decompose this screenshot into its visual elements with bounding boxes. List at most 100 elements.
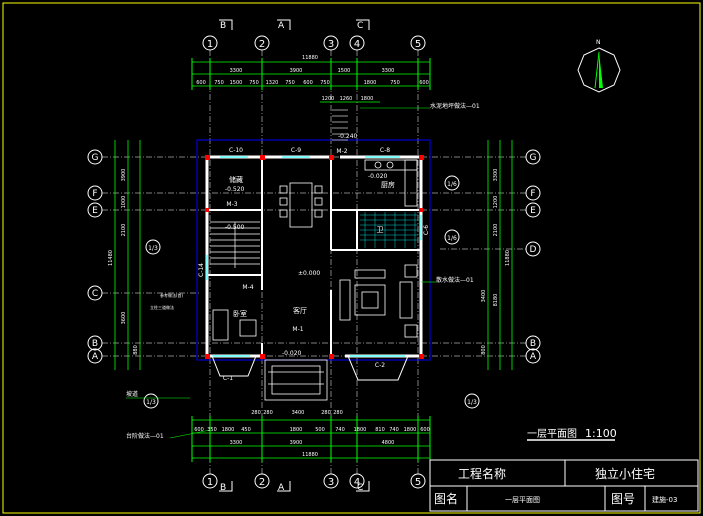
elev-top: -0.240 xyxy=(338,133,358,140)
dimension-lines xyxy=(114,61,513,459)
dim-bot-r2-7: 740 xyxy=(335,427,345,433)
section-a-top: A xyxy=(278,21,285,31)
elev-stair: -0.500 xyxy=(225,224,245,231)
dimension-ticks xyxy=(191,58,431,462)
dim-left-total: 11480 xyxy=(108,250,114,266)
axis-g-right: G xyxy=(530,153,537,163)
dim-top-1: 3300 xyxy=(230,68,243,74)
elev-kitchen: -0.020 xyxy=(368,173,388,180)
dim-left-3: 2100 xyxy=(121,224,127,237)
dim-bot-r3-2: 280 xyxy=(263,410,273,416)
plan-title: 一层平面图 1:100 xyxy=(527,427,617,441)
dim-bot-r2-3: 1800 xyxy=(222,427,235,433)
dim-left-4: 3600 xyxy=(121,312,127,325)
dim-right-4: 3400 xyxy=(481,290,487,303)
dim-top-r2-8: 750 xyxy=(320,80,330,86)
axis-2-top: 2 xyxy=(259,39,265,50)
dim-right-2: 1200 xyxy=(493,196,499,209)
window-c2: C-2 xyxy=(375,362,385,369)
staircase xyxy=(210,221,260,268)
plan-title-text: 一层平面图 xyxy=(527,428,577,440)
dim-bot-r2-10: 740 xyxy=(389,427,399,433)
title-block xyxy=(429,459,699,512)
axis-a-left: A xyxy=(92,352,99,362)
sub-axis-2: 1/6 xyxy=(447,235,457,242)
tb-project-value: 独立小住宅 xyxy=(595,466,655,481)
dim-right-3: 2100 xyxy=(493,224,499,237)
leader-lines xyxy=(126,107,436,439)
axis-g-left: G xyxy=(92,153,99,163)
axis-2-bottom: 2 xyxy=(259,477,265,488)
dim-bot-r2-6: 500 xyxy=(315,427,325,433)
axis-1-bottom: 1 xyxy=(207,477,213,488)
section-b-bottom: B xyxy=(220,483,226,493)
tb-drawing-label: 图名 xyxy=(434,491,458,506)
dim-left-5: 880 xyxy=(133,345,139,355)
dim-left-1: 3900 xyxy=(121,169,127,182)
room-bedroom: 卧室 xyxy=(233,309,247,318)
note-left-arrow: 坡道 xyxy=(126,390,138,398)
living-room-sofa xyxy=(339,264,418,338)
section-c-top: C xyxy=(357,21,363,31)
elevation-labels: ±0.000 -0.520 -0.500 -0.020 -0.240 -0.02… xyxy=(225,133,388,357)
dim-bot-r2-2: 350 xyxy=(207,427,217,433)
side-axis-labels: G F E C B A G F E D B A xyxy=(92,153,537,362)
elev-living: ±0.000 xyxy=(298,270,320,277)
dim-bot-r3-1: 280 xyxy=(251,410,261,416)
section-c-bottom: C xyxy=(357,483,363,493)
section-b-top: B xyxy=(220,21,226,31)
axis-f-left: F xyxy=(92,189,97,199)
dim-top-r3-2: 1260 xyxy=(340,96,353,102)
door-m1: M-1 xyxy=(292,326,303,333)
dim-top-2: 3900 xyxy=(290,68,303,74)
vertical-grid-lines xyxy=(209,50,419,474)
dim-bot-r2-1: 600 xyxy=(194,427,204,433)
dim-bot-r2-9: 810 xyxy=(375,427,385,433)
sub-axis-3: 1/3 xyxy=(148,245,158,252)
window-c8: C-8 xyxy=(380,147,390,154)
elev-entry: -0.020 xyxy=(282,350,302,357)
north-arrow: N xyxy=(577,39,621,93)
axis-e-left: E xyxy=(92,206,98,216)
window-c10: C-10 xyxy=(229,147,243,154)
dim-top-r2-1: 600 xyxy=(196,80,206,86)
window-c1: C-1 xyxy=(223,375,233,382)
dim-bot-2: 3900 xyxy=(290,440,303,446)
note-bottom-left: 台阶做法—01 xyxy=(126,432,164,440)
room-labels: 储藏 卧室 客厅 厨房 卫 xyxy=(229,175,395,318)
dim-bot-r2-4: 450 xyxy=(241,427,251,433)
horizontal-grid-lines xyxy=(102,156,526,357)
sub-axis-1: 1/6 xyxy=(447,181,457,188)
window-c14: C-14 xyxy=(198,263,205,277)
dim-top-r3-1: 1200 xyxy=(322,96,335,102)
dim-left-2: 1000 xyxy=(121,196,127,209)
dim-top-r2-2: 750 xyxy=(214,80,224,86)
side-dimension-texts: 11480 3900 1000 2100 3600 880 11880 3300… xyxy=(108,169,511,355)
dim-top-r2-11: 600 xyxy=(419,80,429,86)
room-bath: 卫 xyxy=(377,226,384,234)
note-bed-2: 立柱三道做法 xyxy=(150,304,174,310)
section-marks xyxy=(219,19,370,492)
dim-right-1: 3300 xyxy=(493,169,499,182)
door-m4: M-4 xyxy=(242,284,253,291)
dim-top-4: 3300 xyxy=(382,68,395,74)
dim-top-3: 1500 xyxy=(338,68,351,74)
dim-bot-3: 4800 xyxy=(382,440,395,446)
dim-bot-r2-8: 1800 xyxy=(354,427,367,433)
dim-bot-total: 11880 xyxy=(302,452,318,458)
dim-top-total: 11880 xyxy=(302,55,318,61)
axis-1-top: 1 xyxy=(207,39,213,50)
tb-drawno-label: 图号 xyxy=(611,492,635,506)
axis-b-left: B xyxy=(92,339,98,349)
axis-a-right: A xyxy=(530,352,537,362)
dim-top-r2-5: 1320 xyxy=(266,80,279,86)
dim-right-total: 11880 xyxy=(505,250,511,266)
dim-top-r3-3: 1800 xyxy=(361,96,374,102)
dim-bot-r2-12: 600 xyxy=(420,427,430,433)
elev-storage: -0.520 xyxy=(225,186,245,193)
axis-5-bottom: 5 xyxy=(415,477,421,488)
note-top-right: 水泥地坪做法—01 xyxy=(430,102,480,110)
axis-d-right: D xyxy=(530,245,537,255)
